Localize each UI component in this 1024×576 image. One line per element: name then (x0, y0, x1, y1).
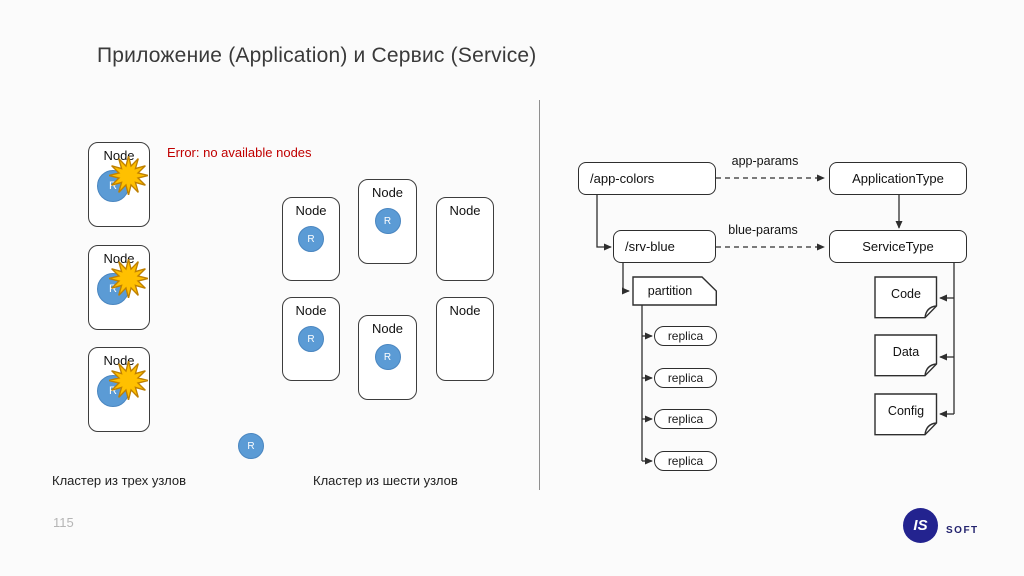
node-label: Node (295, 203, 327, 218)
replica-pill: replica (654, 451, 717, 471)
node-card: Node (436, 297, 494, 381)
node-label: Node (103, 251, 135, 266)
partition-outline (632, 276, 717, 306)
replica-circle: R (374, 344, 401, 370)
explosion-icon (109, 156, 148, 195)
node-card-failed: Node R (88, 245, 150, 330)
node-label: Node (449, 203, 481, 218)
explosion-icon (109, 259, 148, 298)
logo-monogram: IS (913, 517, 928, 534)
partition-shape: partition (632, 276, 718, 306)
srv-blue-box: /srv-blue (613, 230, 716, 263)
document-label: Data (892, 345, 920, 359)
logo-brand-text: SOFT (946, 525, 979, 536)
page-title: Приложение (Application) и Сервис (Servi… (97, 44, 537, 67)
cluster-three-label: Кластер из трех узлов (52, 473, 187, 488)
app-params-label: app-params (731, 154, 799, 168)
node-card-failed: Node R (88, 142, 150, 227)
document-outline (874, 276, 938, 319)
replica-circle: R (298, 226, 324, 252)
panel-divider (539, 100, 540, 490)
document-label: Code (891, 287, 921, 301)
node-card: Node R (282, 197, 340, 281)
node-label: Node (371, 321, 404, 336)
node-label: Node (103, 353, 135, 368)
application-type-box: ApplicationType (829, 162, 967, 195)
node-card: Node R (282, 297, 340, 381)
document-label: Config (887, 404, 925, 418)
explosion-icon (109, 361, 148, 400)
document-shape: Config (874, 393, 938, 436)
replica-pill: replica (654, 326, 717, 346)
node-label: Node (295, 303, 327, 318)
standalone-replica-circle: R (238, 433, 264, 459)
replica-circle: R (374, 208, 401, 234)
error-text: Error: no available nodes (167, 145, 312, 160)
service-type-box: ServiceType (829, 230, 967, 263)
node-card: Node R (358, 179, 417, 264)
page-number: 115 (53, 515, 74, 530)
document-outline (874, 334, 938, 377)
replica-circle: R (298, 326, 324, 352)
blue-params-label: blue-params (728, 223, 798, 237)
node-card-failed: Node R (88, 347, 150, 432)
partition-label: partition (647, 284, 693, 298)
document-shape: Code (874, 276, 938, 319)
app-colors-box: /app-colors (578, 162, 716, 195)
replica-pill: replica (654, 409, 717, 429)
logo: IS (903, 508, 938, 543)
document-shape: Data (874, 334, 938, 377)
connector-lines (596, 174, 955, 465)
cluster-six-label: Кластер из шести узлов (313, 473, 458, 488)
document-outline (874, 393, 938, 436)
node-label: Node (449, 303, 481, 318)
node-card: Node R (358, 315, 417, 400)
node-label: Node (371, 185, 404, 200)
node-card: Node (436, 197, 494, 281)
replica-pill: replica (654, 368, 717, 388)
node-label: Node (103, 148, 135, 163)
